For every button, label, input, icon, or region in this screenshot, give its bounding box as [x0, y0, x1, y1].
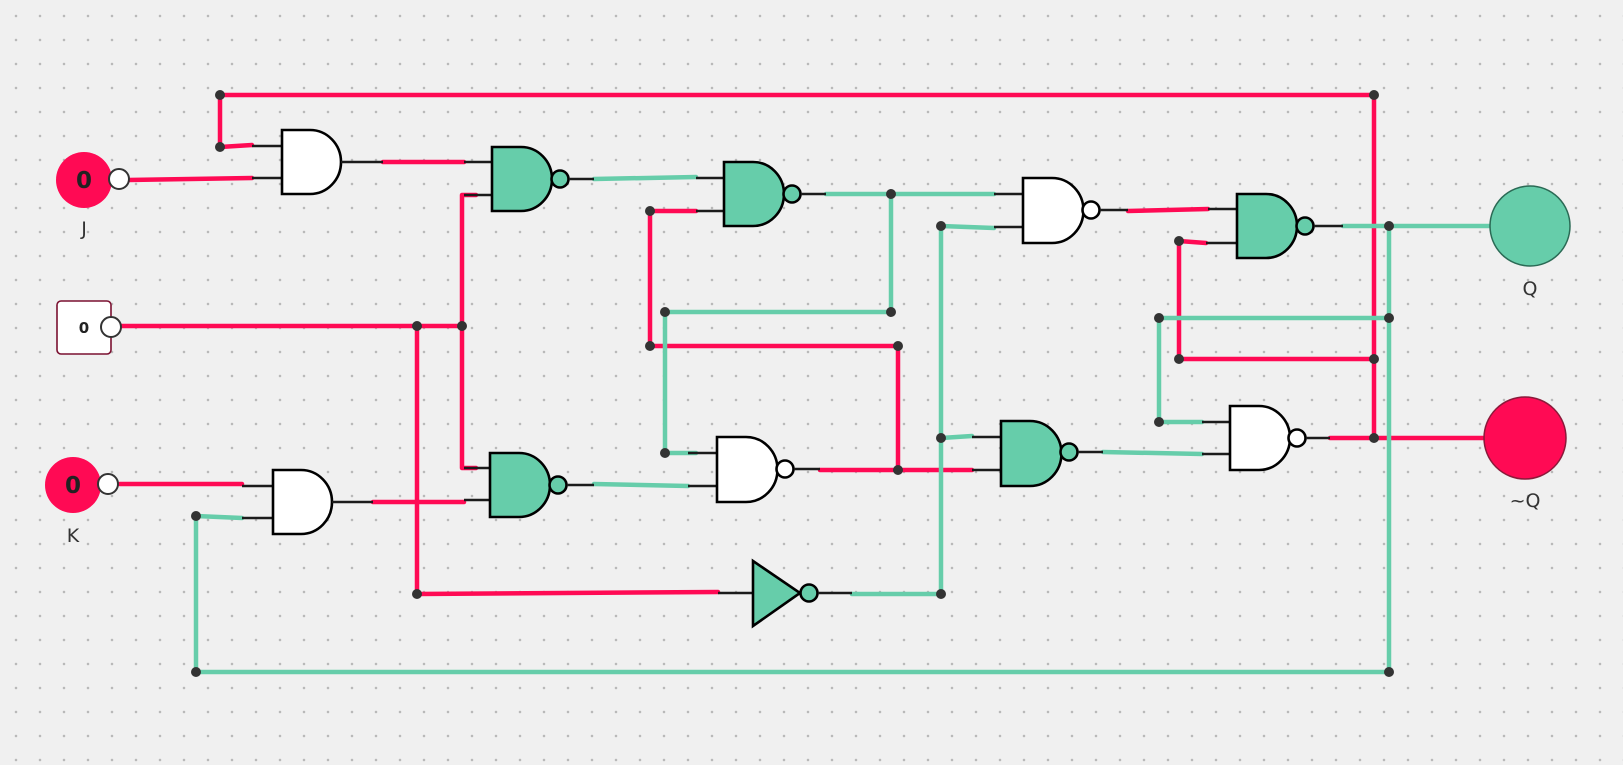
- junction-dot: [645, 206, 655, 216]
- clock-pin[interactable]: [100, 316, 122, 338]
- nand-gate-nq-pre[interactable]: [972, 419, 1103, 488]
- clock-value: 0: [79, 319, 89, 337]
- junction-dot: [191, 511, 201, 521]
- junction-dot: [660, 307, 670, 317]
- junction-dot: [1384, 667, 1394, 677]
- nand-gate-nq-out[interactable]: [1202, 404, 1330, 472]
- junction-dot: [215, 142, 225, 152]
- junctions: [191, 90, 1394, 677]
- nand-gate-master-top[interactable]: [464, 145, 594, 213]
- q-feedback-bottom[interactable]: [193, 513, 1392, 675]
- junction-dot: [412, 321, 422, 331]
- junction-dot: [1174, 236, 1184, 246]
- output-q-lamp: [1489, 185, 1571, 267]
- junction-dot: [215, 90, 225, 100]
- feedback-wire-q-loop[interactable]: [1176, 238, 1377, 362]
- input-clock[interactable]: 0: [56, 300, 122, 355]
- clock-wire-down[interactable]: [459, 323, 479, 471]
- junction-dot: [1369, 354, 1379, 364]
- output-nq-lamp: [1483, 396, 1567, 480]
- input-j-label: J: [80, 218, 87, 240]
- nand-gate-slave-bottom[interactable]: [688, 435, 820, 504]
- output-q: Q: [1489, 185, 1571, 300]
- input-k-pin[interactable]: [97, 473, 119, 495]
- not-gate[interactable]: [718, 558, 852, 629]
- feedback-wire-top-left[interactable]: [217, 92, 255, 150]
- nand-gate-q-pre[interactable]: [994, 176, 1128, 245]
- and-gate-bottom[interactable]: [242, 468, 373, 536]
- nand-gate-q-out[interactable]: [1206, 192, 1343, 260]
- not-out-wire-up[interactable]: [938, 223, 997, 597]
- not-out-wire-mid[interactable]: [938, 433, 975, 441]
- input-k-toggle[interactable]: [45, 457, 101, 513]
- junction-dot: [457, 321, 467, 331]
- junction-dot: [886, 189, 896, 199]
- input-j[interactable]: 0 J: [56, 152, 130, 240]
- junction-dot: [412, 589, 422, 599]
- junction-dot: [1384, 313, 1394, 323]
- junction-dot: [1384, 221, 1394, 231]
- input-k-value: 0: [65, 473, 81, 499]
- clock-wire-up[interactable]: [459, 192, 479, 329]
- junction-dot: [1174, 354, 1184, 364]
- junction-dot: [1369, 433, 1379, 443]
- cross-wire-a-down[interactable]: [647, 208, 901, 473]
- output-q-label: Q: [1523, 278, 1538, 300]
- junction-dot: [191, 667, 201, 677]
- master-q-wire-down[interactable]: [662, 191, 894, 456]
- input-j-toggle[interactable]: [56, 152, 112, 208]
- input-j-pin[interactable]: [108, 168, 130, 190]
- junction-dot: [893, 341, 903, 351]
- nand-master-bottom-out-wire[interactable]: [591, 481, 691, 489]
- junction-dot: [1154, 313, 1164, 323]
- and-gate-top[interactable]: [252, 128, 383, 196]
- nand-master-top-out-wire[interactable]: [591, 174, 699, 182]
- junction-dot: [660, 448, 670, 458]
- nand-q-out-wire[interactable]: [1125, 206, 1211, 214]
- input-j-value: 0: [76, 168, 92, 194]
- junction-dot: [1369, 90, 1379, 100]
- nand-gate-master-bottom[interactable]: [464, 451, 594, 519]
- junction-dot: [936, 433, 946, 443]
- junction-dot: [645, 341, 655, 351]
- junction-dot: [936, 589, 946, 599]
- output-nq: ~Q: [1483, 396, 1567, 512]
- j-wire[interactable]: [125, 175, 255, 183]
- junction-dot: [886, 307, 896, 317]
- junction-dot: [893, 465, 903, 475]
- nand-gate-slave-top[interactable]: [696, 160, 826, 228]
- output-nq-label: ~Q: [1510, 490, 1541, 512]
- input-k[interactable]: 0 K: [45, 457, 119, 547]
- nand-gate-out-wire[interactable]: [1100, 449, 1205, 457]
- wires-low: [193, 174, 1493, 675]
- junction-dot: [936, 221, 946, 231]
- input-k-label: K: [67, 525, 80, 547]
- junction-dot: [1154, 417, 1164, 427]
